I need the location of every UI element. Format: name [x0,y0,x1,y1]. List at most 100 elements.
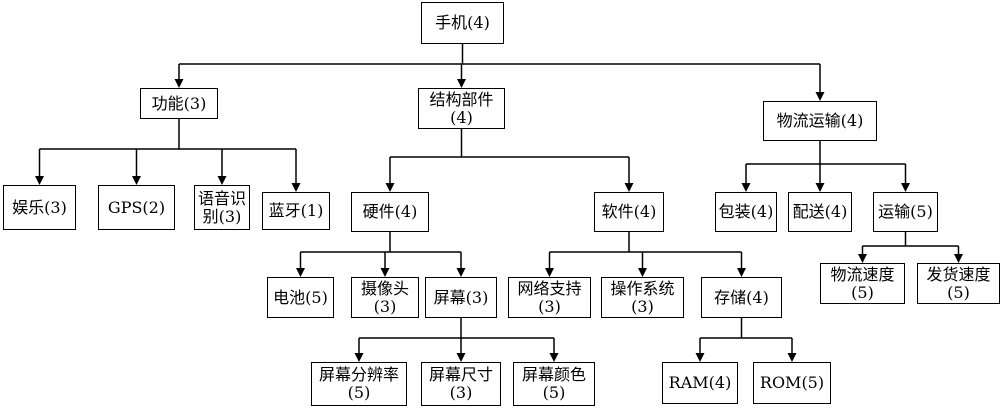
arrowhead [737,268,746,277]
node-label-line: 配送(4) [792,202,848,221]
arrowhead [456,353,466,362]
node-rom: ROM(5) [753,362,831,404]
node-function: 功能(3) [140,88,218,119]
node-label-line: (3) [373,296,397,316]
node-label-line: 摄像头 [360,278,409,298]
node-label-line: 软件(4) [601,202,657,221]
arrowhead [901,183,910,192]
node-label: 操作系统(3) [610,278,675,316]
node-label: 屏幕颜色(5) [522,366,586,402]
node-label-line: (3) [631,296,654,316]
node-label-line: (5) [347,383,371,402]
node-label-line: (5) [851,282,874,302]
node-voice-recognition: 语音识别(3) [194,185,250,230]
node-label-line: GPS(2) [107,197,166,217]
node-ram: RAM(4) [662,362,738,404]
node-label: 物流运输(4) [777,112,864,130]
node-label-line: RAM(4) [668,373,732,392]
node-battery: 电池(5) [267,277,334,318]
node-label: GPS(2) [107,197,166,217]
node-label-line: 操作系统 [610,278,675,298]
node-label-line: 物流运输(4) [776,111,864,130]
arrowhead [545,268,554,277]
node-label: 配送(4) [793,203,848,221]
arrowhead [624,183,634,192]
node-label: 网络支持(3) [517,278,582,316]
arrowhead [456,268,466,277]
node-network-support: 网络支持(3) [508,277,591,318]
node-label: 摄像头(3) [360,278,409,316]
node-software: 软件(4) [594,192,664,232]
node-label-line: 屏幕分辨率 [318,365,399,384]
node-storage: 存储(4) [701,277,782,318]
node-label-line: 屏幕尺寸 [428,365,493,384]
node-packaging: 包装(4) [715,192,777,232]
node-label-line: 物流速度 [830,264,895,284]
node-screen-color: 屏幕颜色(5) [513,362,595,406]
arrowhead [380,268,390,277]
arrowhead [457,79,466,88]
arrowhead [35,176,44,185]
node-label-line: 娱乐(3) [12,197,67,217]
node-label-line: (5) [542,383,566,402]
node-label-line: (3) [538,296,561,316]
node-label-line: (3) [449,383,473,402]
arrowhead [638,268,647,277]
node-screen: 屏幕(3) [425,277,497,318]
node-label-line: 电池(5) [273,287,328,307]
node-label-line: 蓝牙(1) [268,201,324,220]
node-transport: 运输(5) [873,192,938,232]
node-phone: 手机(4) [421,2,504,44]
node-label-line: 别(3) [202,206,242,226]
arrowhead [815,183,825,192]
node-operating-system: 操作系统(3) [601,277,684,318]
node-label: 运输(5) [878,203,933,221]
node-label-line: 包装(4) [718,202,774,221]
node-label-line: 硬件(4) [362,202,418,221]
arrowhead [132,176,141,185]
node-structural-parts: 结构部件(4) [418,88,505,129]
node-label: 存储(4) [714,287,769,307]
arrowhead [549,353,559,362]
node-label: 娱乐(3) [12,197,67,217]
node-label: 硬件(4) [363,203,418,221]
node-screen-size: 屏幕尺寸(3) [421,362,501,406]
node-label: 屏幕(3) [433,287,489,307]
node-label-line: 发货速度 [926,264,991,284]
node-hardware: 硬件(4) [351,192,429,232]
node-screen-resolution: 屏幕分辨率(5) [311,362,407,406]
node-label-line: 屏幕(3) [433,287,489,307]
arrowhead [741,183,751,192]
arrowhead [695,353,705,362]
node-delivery: 配送(4) [788,192,852,232]
node-label: 包装(4) [719,203,774,221]
node-label: 蓝牙(1) [269,202,324,220]
node-logistics: 物流运输(4) [763,101,877,141]
arrowhead [787,353,797,362]
node-label-line: 结构部件 [429,89,494,109]
node-label: 功能(3) [152,94,207,113]
node-label: 电池(5) [273,287,328,307]
node-label-line: 网络支持 [517,278,582,298]
arrowhead [174,79,184,88]
node-label-line: 语音识 [197,188,246,208]
arrowhead [354,353,364,362]
node-camera: 摄像头(3) [351,277,419,318]
arrowhead [815,92,825,101]
arrowhead [217,176,227,185]
node-entertainment: 娱乐(3) [3,185,76,230]
node-label: 屏幕尺寸(3) [429,366,493,402]
node-label-line: 手机(4) [435,13,490,32]
node-label: 软件(4) [602,203,657,221]
node-label-line: 屏幕颜色 [521,365,586,384]
node-label-line: ROM(5) [759,373,825,392]
node-label-line: 运输(5) [878,202,933,221]
node-label-line: (5) [947,282,970,302]
arrowhead [385,183,395,192]
arrowhead [954,254,963,263]
node-gps: GPS(2) [98,185,175,230]
arrowhead [858,254,867,263]
node-label: 屏幕分辨率(5) [319,366,399,402]
node-label-line: 存储(4) [714,287,769,307]
